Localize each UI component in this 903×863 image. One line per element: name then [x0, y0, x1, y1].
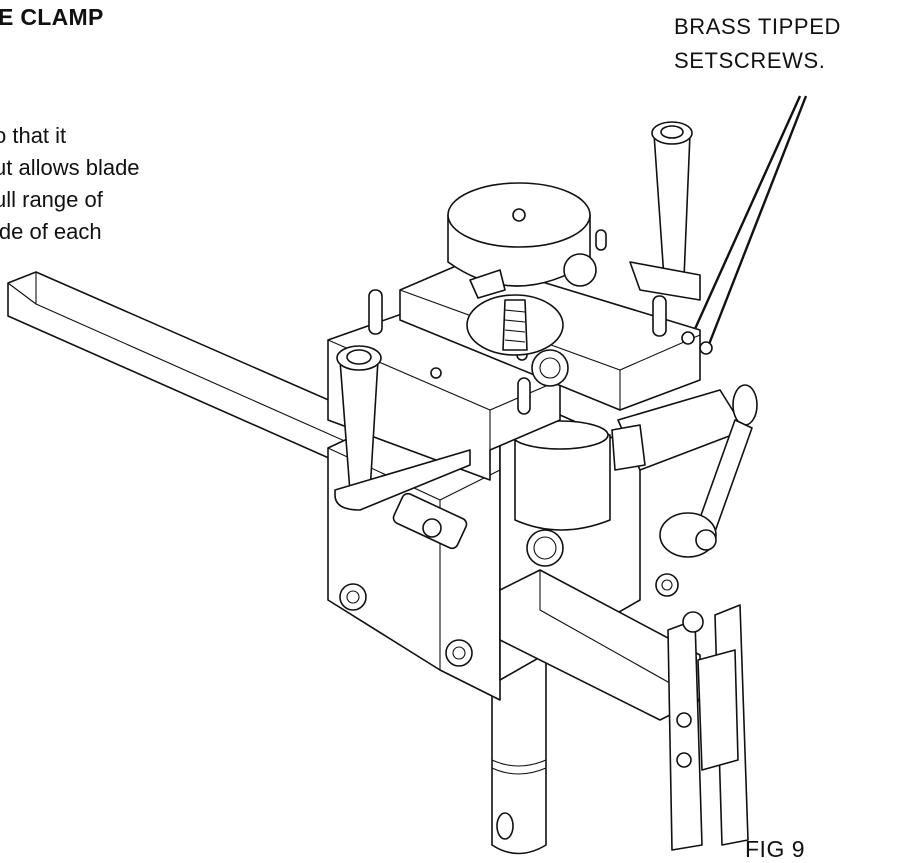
figure-label: FIG 9 — [745, 836, 806, 862]
body-line-4: ide of each — [0, 219, 102, 244]
body-line-1: o that it — [0, 123, 67, 148]
cap-screws — [339, 573, 679, 667]
locking-lever — [611, 384, 758, 558]
clamp-knob — [447, 182, 597, 299]
callout-leader-lines — [688, 95, 808, 353]
blade-clamp-jaws — [667, 604, 749, 851]
section-heading: E CLAMP — [0, 4, 104, 30]
swivel-collar — [511, 420, 611, 567]
body-line-3: ull range of — [0, 187, 103, 212]
dowel-pins — [368, 229, 667, 415]
callout-line-2: SETSCREWS. — [674, 48, 826, 73]
callout-line-1: BRASS TIPPED — [674, 14, 841, 39]
left-tapered-handle — [334, 345, 471, 511]
right-tapered-handle — [629, 121, 701, 301]
brass-tipped-setscrews — [681, 331, 713, 355]
setscrew-callout: BRASS TIPPED SETSCREWS. — [674, 10, 841, 78]
body-line-2: ut allows blade — [0, 155, 140, 180]
body-paragraph: o that it ut allows blade ull range of i… — [0, 120, 140, 248]
lead-screw — [466, 294, 564, 356]
vertical-post — [491, 639, 547, 855]
